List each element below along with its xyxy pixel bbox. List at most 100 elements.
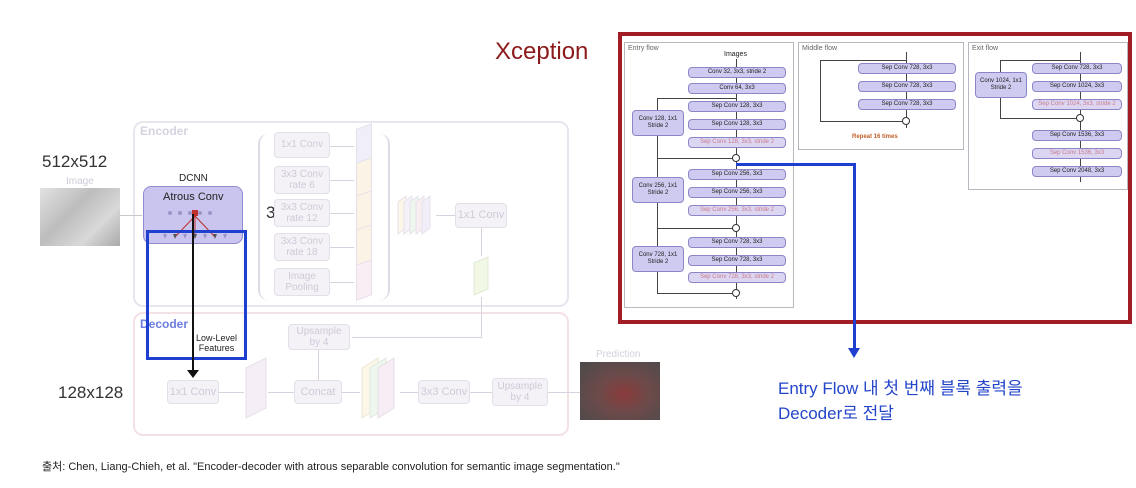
input-image-thumbnail bbox=[40, 188, 120, 246]
aspp-arrow-2 bbox=[330, 213, 354, 214]
arrow-1x1-down bbox=[481, 228, 482, 256]
entry-flow-panel bbox=[624, 42, 794, 308]
upsample-4-box-a: Upsample by 4 bbox=[288, 324, 350, 350]
exit-sep1024b: Sep Conv 1024, 3x3, stride 2 bbox=[1032, 99, 1122, 110]
low-level-features-label: Low-Level Features bbox=[196, 333, 238, 354]
entry-conv32: Conv 32, 3x3, stride 2 bbox=[688, 67, 786, 78]
entry-g1-sep2: Sep Conv 128, 3x3 bbox=[688, 119, 786, 130]
size-512-label: 512x512 bbox=[42, 152, 108, 171]
entry-add-node-2 bbox=[732, 224, 740, 232]
arrow-upsample-down bbox=[318, 350, 319, 380]
aspp-3x3-rate6-box: 3x3 Conv rate 6 bbox=[274, 166, 330, 194]
aspp-1x1-conv-box: 1x1 Conv bbox=[274, 132, 330, 158]
citation-text: 출처: Chen, Liang-Chieh, et al. "Encoder-d… bbox=[42, 461, 620, 473]
entry-merge-line-3 bbox=[657, 293, 737, 294]
decoder-concat-stack bbox=[361, 357, 395, 419]
arrow-upsample-to-prediction bbox=[548, 392, 580, 393]
entry-skip-conv256: Conv 256, 1x1 Stride 2 bbox=[632, 177, 684, 203]
decoder-1x1-conv-box: 1x1 Conv bbox=[167, 380, 219, 404]
middle-flow-panel bbox=[798, 42, 964, 150]
atrous-kernel-icon bbox=[163, 210, 227, 239]
exit-sep728: Sep Conv 728, 3x3 bbox=[1032, 63, 1122, 74]
entry-conv64: Conv 64, 3x3 bbox=[688, 83, 786, 94]
exit-flow-title: Exit flow bbox=[972, 45, 999, 52]
atrous-conv-label: Atrous Conv bbox=[163, 191, 224, 203]
concat-box: Concat bbox=[294, 380, 342, 404]
encoder-to-decoder-line bbox=[481, 297, 482, 337]
aspp-arrow-4 bbox=[330, 282, 354, 283]
exit-add-node bbox=[1076, 114, 1084, 122]
middle-sep1: Sep Conv 728, 3x3 bbox=[858, 63, 956, 74]
exit-sep1536a: Sep Conv 1536, 3x3 bbox=[1032, 130, 1122, 141]
middle-sep3: Sep Conv 728, 3x3 bbox=[858, 99, 956, 110]
size-128-label: 128x128 bbox=[58, 383, 124, 402]
entry-skip-conv728: Conv 728, 1x1 Stride 2 bbox=[632, 246, 684, 272]
middle-add-node bbox=[902, 117, 910, 125]
aspp-concat-feature-stack bbox=[397, 195, 431, 235]
exit-skip-h1 bbox=[1000, 60, 1080, 61]
arrow-feature-to-concat bbox=[268, 392, 294, 393]
entry-block-highlight-line-v bbox=[853, 163, 856, 349]
exit-skip-conv1024: Conv 1024, 1x1 Stride 2 bbox=[975, 72, 1027, 98]
encoder-label: Encoder bbox=[140, 124, 189, 138]
prediction-image-thumbnail bbox=[580, 362, 660, 420]
aspp-arrow-3 bbox=[330, 247, 354, 248]
exit-sep1024a: Sep Conv 1024, 3x3 bbox=[1032, 81, 1122, 92]
aspp-bracket-left bbox=[258, 134, 270, 300]
low-level-highlight-box bbox=[146, 230, 247, 360]
middle-flow-title: Middle flow bbox=[802, 45, 838, 52]
aspp-image-pooling-box: Image Pooling bbox=[274, 268, 330, 296]
decoder-panel bbox=[133, 312, 569, 436]
arrow-3x3-to-upsample bbox=[470, 392, 492, 393]
exit-flow-panel bbox=[968, 42, 1128, 190]
arrow-concat-to-stack bbox=[342, 392, 360, 393]
arrow-stack-to-3x3 bbox=[400, 392, 418, 393]
entry-block-highlight-line-h bbox=[736, 163, 856, 166]
decoder-3x3-conv-box: 3x3 Conv bbox=[418, 380, 470, 404]
exit-sep2048: Sep Conv 2048, 3x3 bbox=[1032, 166, 1122, 177]
middle-skip-h1 bbox=[820, 60, 906, 61]
exit-sep1536b: Sep Conv 1536, 3x3 bbox=[1032, 148, 1122, 159]
aspp-feature-map-4 bbox=[356, 259, 372, 301]
encoder-output-feature bbox=[473, 256, 489, 296]
aspp-3x3-rate18-box: 3x3 Conv rate 18 bbox=[274, 233, 330, 261]
entry-g3-sep2: Sep Conv 728, 3x3 bbox=[688, 255, 786, 266]
annotation-line-2: Decoder로 전달 bbox=[778, 404, 894, 423]
entry-block-highlight-arrowhead bbox=[848, 348, 860, 358]
repeat-label: Repeat 16 times bbox=[852, 134, 898, 140]
entry-skip-line-3 bbox=[657, 228, 737, 229]
entry-g2-sep2: Sep Conv 256, 3x3 bbox=[688, 187, 786, 198]
entry-g1-sep3: Sep Conv 128, 3x3, stride 2 bbox=[688, 137, 786, 148]
low-level-arrow-line bbox=[192, 214, 194, 374]
middle-sep2: Sep Conv 728, 3x3 bbox=[858, 81, 956, 92]
arrow-stack-to-1x1 bbox=[436, 215, 455, 216]
encoder-1x1-conv-box: 1x1 Conv bbox=[455, 203, 507, 228]
entry-g3-sep3: Sep Conv 728, 3x3, stride 2 bbox=[688, 272, 786, 283]
dcnn-label: DCNN bbox=[179, 173, 208, 184]
aspp-3x3-rate12-box: 3x3 Conv rate 12 bbox=[274, 199, 330, 227]
low-level-feature-map bbox=[245, 357, 267, 419]
entry-g3-sep1: Sep Conv 728, 3x3 bbox=[688, 237, 786, 248]
arrow-image-to-dcnn bbox=[120, 215, 142, 216]
entry-skip-conv128: Conv 128, 1x1 Stride 2 bbox=[632, 110, 684, 136]
middle-skip-v bbox=[820, 60, 821, 121]
aspp-bracket-right bbox=[378, 134, 390, 300]
entry-g2-sep1: Sep Conv 256, 3x3 bbox=[688, 169, 786, 180]
image-label: Image bbox=[66, 176, 94, 187]
arrow-1x1-to-feature bbox=[219, 392, 244, 393]
xception-title: Xception bbox=[495, 38, 589, 65]
upsample-4-box-b: Upsample by 4 bbox=[492, 378, 548, 406]
entry-g1-sep1: Sep Conv 128, 3x3 bbox=[688, 101, 786, 112]
prediction-label: Prediction bbox=[596, 349, 641, 360]
aspp-arrow-0 bbox=[330, 146, 354, 147]
entry-add-node-1 bbox=[732, 154, 740, 162]
low-level-arrow-head bbox=[187, 370, 199, 378]
entry-skip-line-1 bbox=[657, 98, 737, 99]
encoder-to-decoder-line-h bbox=[352, 337, 482, 338]
encoder-panel bbox=[133, 121, 569, 307]
images-label: Images bbox=[724, 51, 747, 58]
annotation-line-1: Entry Flow 내 첫 번째 블록 출력을 bbox=[778, 379, 1023, 398]
exit-skip-h2 bbox=[1000, 118, 1080, 119]
entry-merge-line-1 bbox=[657, 158, 737, 159]
entry-g2-sep3: Sep Conv 256, 3x3, stride 2 bbox=[688, 205, 786, 216]
